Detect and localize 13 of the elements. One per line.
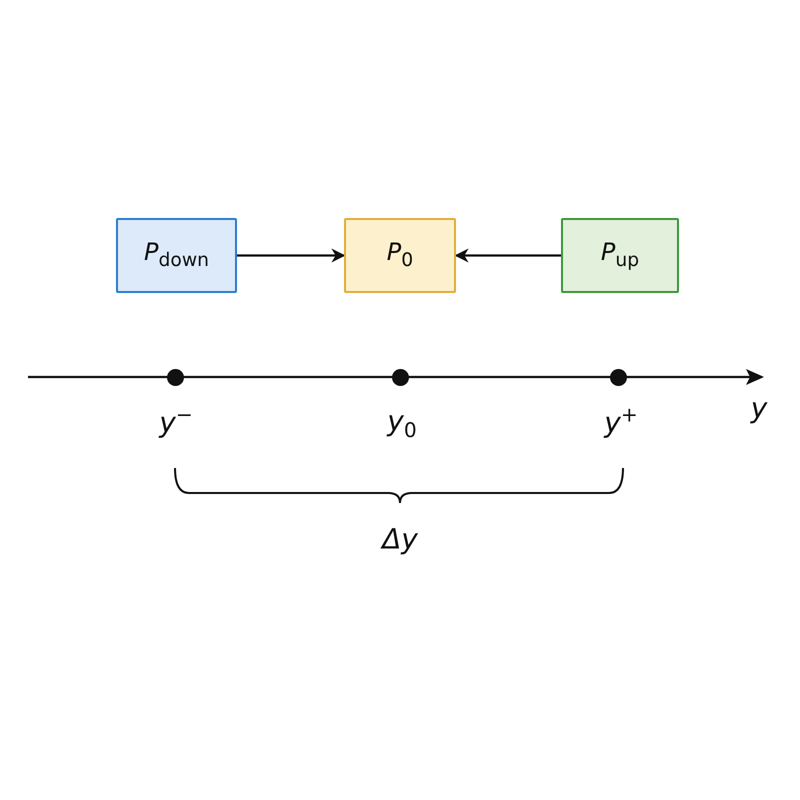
interval-label: Δy: [382, 524, 418, 556]
state-box: [561, 218, 679, 293]
point-label: y$^{+}$: [604, 403, 638, 439]
point-label: y$_{0}$: [387, 406, 417, 442]
box-label: P$_{down}$: [144, 239, 209, 272]
box-label: P$_{0}$: [386, 239, 414, 272]
point-label: y$^{−}$: [159, 403, 193, 439]
state-box: [116, 218, 237, 293]
arrow: [237, 248, 346, 262]
axis-label: y: [750, 394, 768, 424]
state-box: [344, 218, 456, 293]
arrow: [454, 248, 561, 262]
box-label: P$_{up}$: [600, 239, 640, 272]
